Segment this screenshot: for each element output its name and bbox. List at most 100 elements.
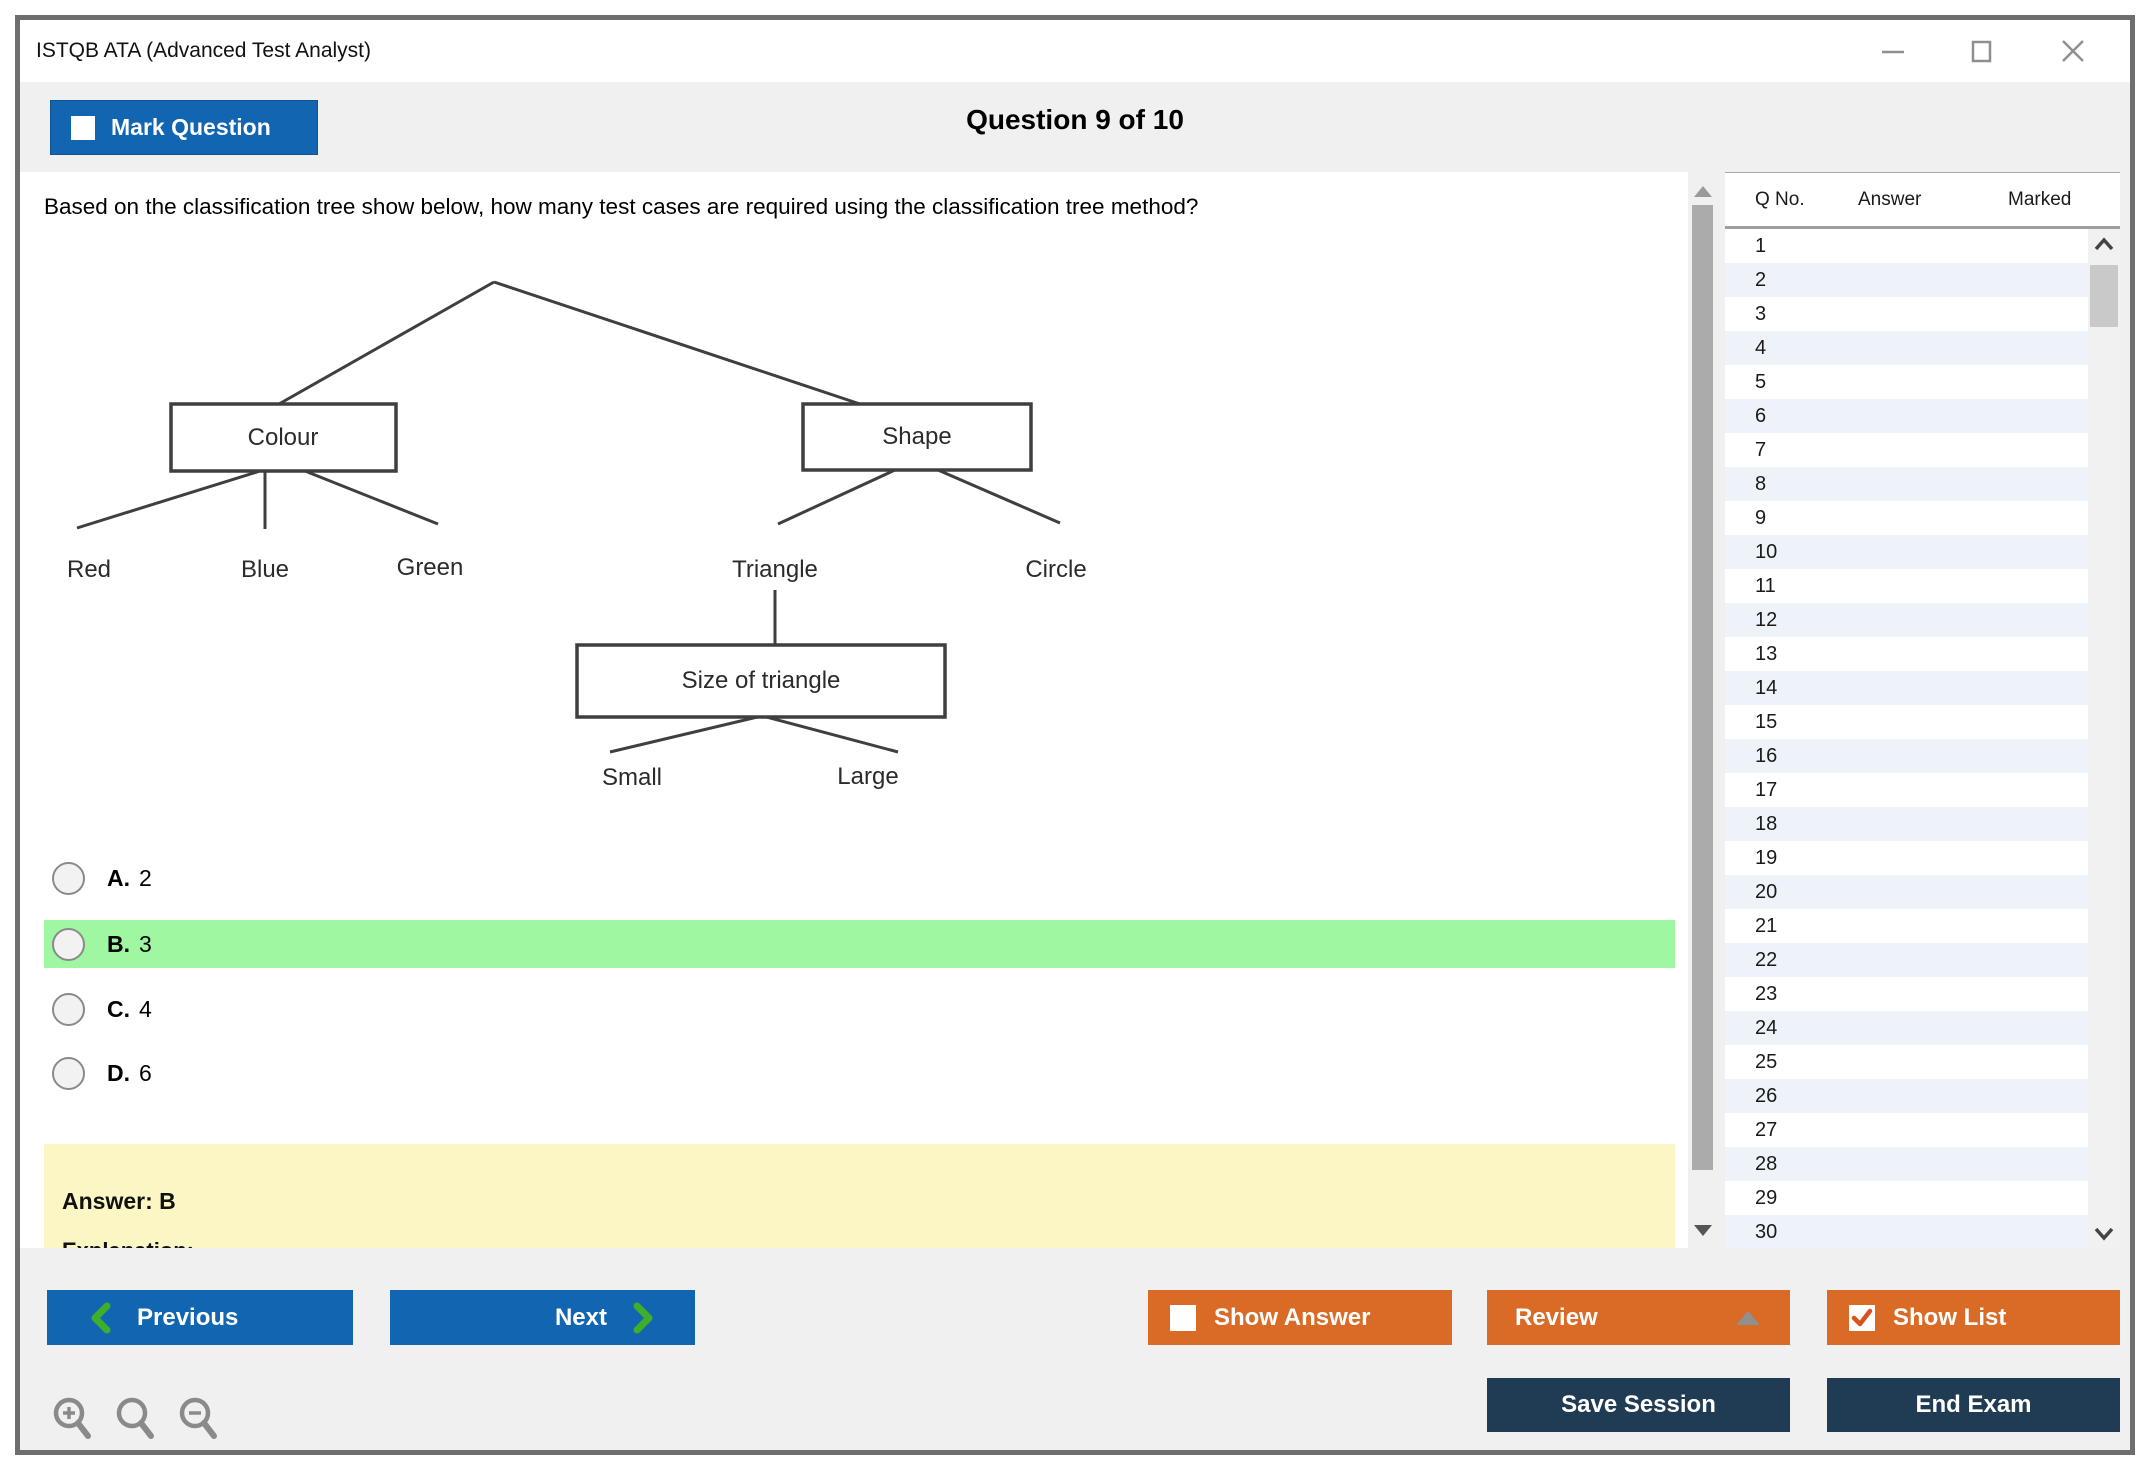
option-value: 2 [139, 865, 152, 892]
question-list-scrollbar[interactable] [2088, 229, 2120, 1249]
question-list-row[interactable]: 25 [1725, 1045, 2088, 1079]
question-number: 19 [1755, 847, 1777, 869]
show-list-checkbox[interactable] [1849, 1305, 1875, 1331]
tree-leaf-circle: Circle [1025, 556, 1086, 584]
option-letter: A. [107, 865, 130, 892]
content-area: Based on the classification tree show be… [20, 172, 2130, 1248]
question-number: 29 [1755, 1187, 1777, 1209]
option-value: 3 [139, 931, 152, 958]
tree-node-size-of-triangle: Size of triangle [682, 667, 841, 695]
maximize-button[interactable] [1962, 31, 2002, 71]
list-scroll-down-icon[interactable] [2092, 1221, 2116, 1245]
question-list-row[interactable]: 16 [1725, 739, 2088, 773]
radio-button[interactable] [52, 1057, 85, 1090]
title-bar: ISTQB ATA (Advanced Test Analyst) [20, 20, 2130, 82]
save-session-button[interactable]: Save Session [1487, 1378, 1790, 1432]
question-number: 14 [1755, 677, 1777, 699]
question-list-row[interactable]: 9 [1725, 501, 2088, 535]
question-list-row[interactable]: 18 [1725, 807, 2088, 841]
show-answer-button[interactable]: Show Answer [1148, 1290, 1452, 1345]
question-list-row[interactable]: 10 [1725, 535, 2088, 569]
radio-button[interactable] [52, 928, 85, 961]
question-list-row[interactable]: 3 [1725, 297, 2088, 331]
show-list-label: Show List [1893, 1304, 2006, 1332]
question-number: 24 [1755, 1017, 1777, 1039]
list-scroll-up-icon[interactable] [2092, 233, 2116, 257]
tree-leaf-green: Green [397, 554, 464, 582]
explanation-label: Explanation: [62, 1238, 194, 1248]
question-list-row[interactable]: 30 [1725, 1215, 2088, 1249]
save-session-label: Save Session [1561, 1391, 1716, 1419]
answer-option[interactable]: B. 3 [44, 920, 1675, 968]
answer-option[interactable]: A. 2 [44, 854, 1675, 902]
chevron-left-icon [89, 1301, 111, 1335]
review-button[interactable]: Review [1487, 1290, 1790, 1345]
radio-button[interactable] [52, 993, 85, 1026]
scroll-down-arrow-icon[interactable] [1694, 1225, 1712, 1236]
question-list-row[interactable]: 17 [1725, 773, 2088, 807]
question-list-row[interactable]: 1 [1725, 229, 2088, 263]
question-list-row[interactable]: 7 [1725, 433, 2088, 467]
minimize-button[interactable] [1873, 31, 1913, 71]
question-list-row[interactable]: 15 [1725, 705, 2088, 739]
question-list-row[interactable]: 6 [1725, 399, 2088, 433]
question-number: 23 [1755, 983, 1777, 1005]
question-list-row[interactable]: 23 [1725, 977, 2088, 1011]
question-text: Based on the classification tree show be… [44, 194, 1664, 220]
previous-label: Previous [137, 1304, 238, 1332]
question-list-panel: Q No. Answer Marked 12345678910111213141… [1725, 172, 2120, 1248]
question-list-row[interactable]: 24 [1725, 1011, 2088, 1045]
close-button[interactable] [2053, 31, 2093, 71]
question-list-row[interactable]: 27 [1725, 1113, 2088, 1147]
chevron-right-icon [633, 1301, 655, 1335]
question-list-row[interactable]: 13 [1725, 637, 2088, 671]
question-list-row[interactable]: 14 [1725, 671, 2088, 705]
main-scrollbar[interactable] [1688, 172, 1717, 1248]
question-list-row[interactable]: 19 [1725, 841, 2088, 875]
question-number: 11 [1755, 575, 1776, 597]
answer-option[interactable]: C. 4 [44, 985, 1675, 1033]
question-list-row[interactable]: 11 [1725, 569, 2088, 603]
previous-button[interactable]: Previous [47, 1290, 353, 1345]
list-scrollbar-thumb[interactable] [2090, 265, 2118, 327]
maximize-icon [1969, 38, 1995, 64]
zoom-toolbar [50, 1394, 222, 1442]
answer-option[interactable]: D. 6 [44, 1049, 1675, 1097]
question-list-row[interactable]: 5 [1725, 365, 2088, 399]
question-list-row[interactable]: 29 [1725, 1181, 2088, 1215]
question-list-row[interactable]: 4 [1725, 331, 2088, 365]
question-list-row[interactable]: 12 [1725, 603, 2088, 637]
radio-button[interactable] [52, 862, 85, 895]
column-header-answer: Answer [1858, 173, 1921, 227]
question-list-row[interactable]: 20 [1725, 875, 2088, 909]
next-button[interactable]: Next [390, 1290, 695, 1345]
option-letter: B. [107, 931, 130, 958]
question-number: 9 [1755, 507, 1766, 529]
question-number: 18 [1755, 813, 1777, 835]
column-header-qno: Q No. [1755, 173, 1805, 227]
end-exam-label: End Exam [1915, 1391, 2031, 1419]
answer-text: Answer: B [62, 1188, 176, 1215]
question-list-row[interactable]: 28 [1725, 1147, 2088, 1181]
zoom-out-icon[interactable] [176, 1394, 222, 1442]
magnifier-icon[interactable] [113, 1394, 159, 1442]
question-number: 16 [1755, 745, 1777, 767]
question-list-row[interactable]: 8 [1725, 467, 2088, 501]
close-icon [2059, 37, 2087, 65]
question-number: 8 [1755, 473, 1766, 495]
scroll-up-arrow-icon[interactable] [1694, 186, 1712, 197]
question-list-row[interactable]: 21 [1725, 909, 2088, 943]
zoom-in-icon[interactable] [50, 1394, 96, 1442]
question-list-row[interactable]: 22 [1725, 943, 2088, 977]
question-number: 12 [1755, 609, 1777, 631]
show-list-button[interactable]: Show List [1827, 1290, 2120, 1345]
question-list-row[interactable]: 2 [1725, 263, 2088, 297]
show-answer-checkbox[interactable] [1170, 1305, 1196, 1331]
end-exam-button[interactable]: End Exam [1827, 1378, 2120, 1432]
question-list-row[interactable]: 26 [1725, 1079, 2088, 1113]
tree-leaf-blue: Blue [241, 556, 289, 584]
option-value: 6 [139, 1060, 152, 1087]
question-number: 21 [1755, 915, 1777, 937]
main-scrollbar-thumb[interactable] [1692, 205, 1713, 1170]
question-number: 25 [1755, 1051, 1777, 1073]
